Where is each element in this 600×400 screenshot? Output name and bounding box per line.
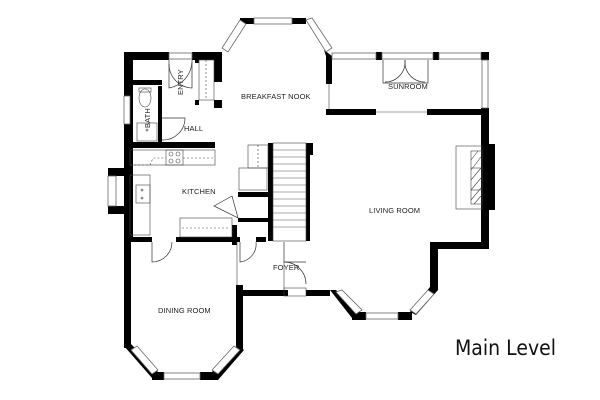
room-label-sunroom: SUNROOM xyxy=(388,82,428,91)
windows xyxy=(107,17,489,380)
room-label-entry: ENTRY xyxy=(176,69,185,95)
fixtures xyxy=(129,59,483,297)
room-label-foyer: FOYER xyxy=(273,263,300,272)
plan-title: Main Level xyxy=(455,336,557,360)
stair-treads xyxy=(273,149,306,228)
room-label-breakfast-nook: BREAKFAST NOOK xyxy=(241,92,311,101)
room-label-hall: HALL xyxy=(184,124,203,133)
room-label-living-room: LIVING ROOM xyxy=(369,206,420,215)
room-label-bath: BATH xyxy=(143,108,152,128)
room-label-kitchen: KITCHEN xyxy=(182,187,216,196)
room-label-dining-room: DINING ROOM xyxy=(158,306,211,315)
